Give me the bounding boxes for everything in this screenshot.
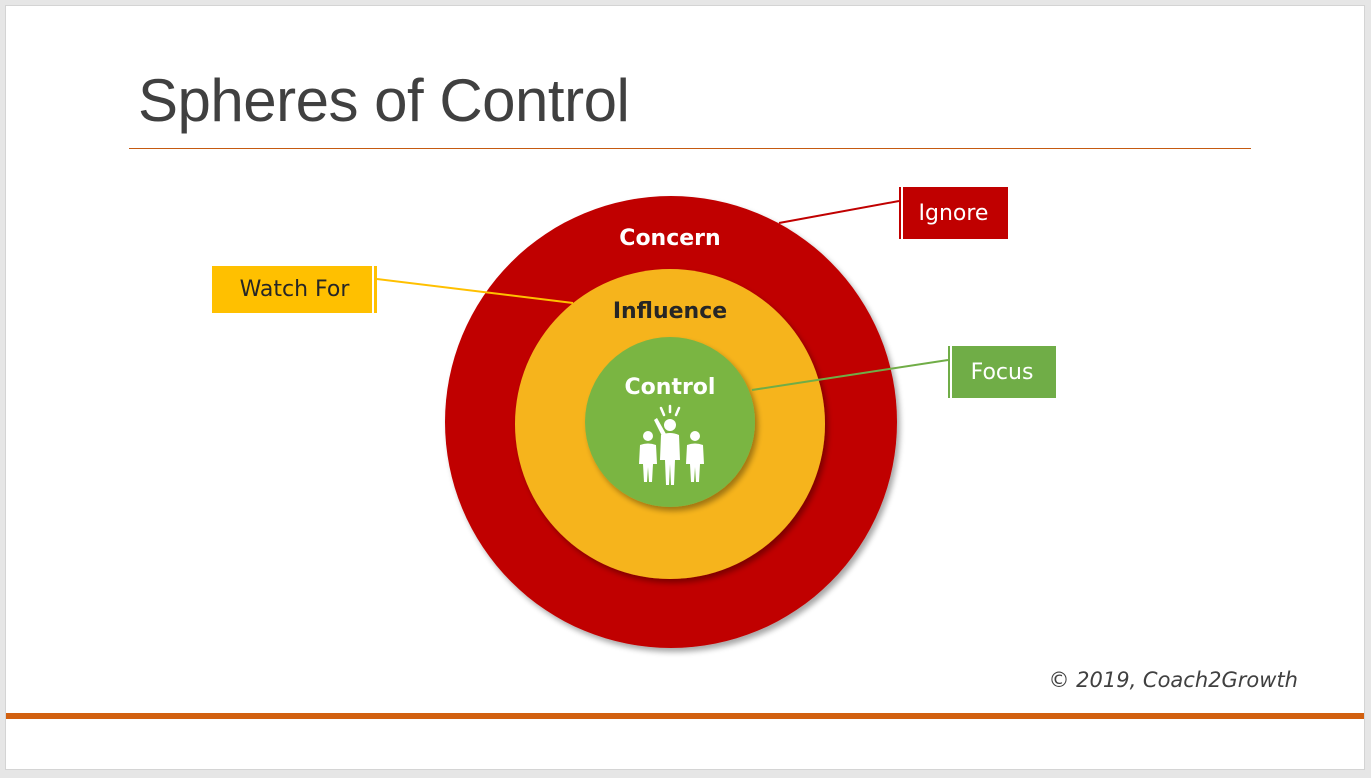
spheres-diagram [376,196,949,648]
watch-for-callout: Watch For [212,266,377,313]
footer-bar [6,713,1364,719]
ignore-connector [778,200,900,224]
watch-for-connector [376,278,574,304]
team-leader-icon [639,404,704,485]
title-divider [129,148,1251,149]
copyright-notice: © 2019, Coach2Growth [1048,668,1298,692]
slide-title: Spheres of Control [138,67,630,134]
focus-callout: Focus [948,346,1056,398]
ignore-callout-label: Ignore [918,200,989,226]
focus-callout-label: Focus [970,359,1034,385]
concern-label: Concern [619,226,721,251]
watch-for-callout-label: Watch For [239,277,350,302]
focus-connector [751,359,949,391]
control-label: Control [624,375,716,400]
slide: Spheres of Control [5,5,1365,770]
influence-label: Influence [612,299,728,324]
ignore-callout: Ignore [899,187,1008,239]
